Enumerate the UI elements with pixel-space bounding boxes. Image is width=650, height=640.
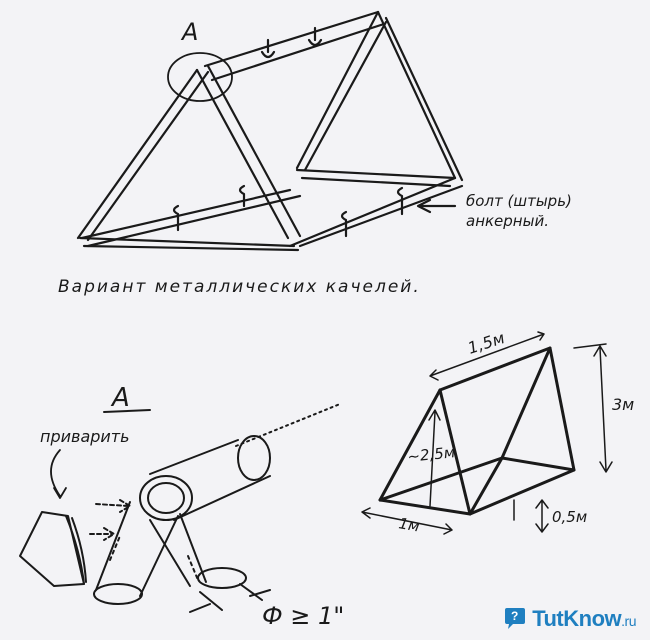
welded-joint-sketch bbox=[19, 403, 341, 613]
weld-arrow bbox=[50, 449, 67, 499]
caption: Вариант металлических качелей. bbox=[58, 277, 421, 297]
detail-a-marker: A bbox=[167, 18, 233, 102]
anchor-bolt-label-line2: анкерный. bbox=[466, 212, 549, 230]
dim-height: 3м bbox=[612, 395, 634, 414]
detail-title-underline bbox=[103, 409, 151, 413]
detail-title: A bbox=[110, 383, 130, 413]
tutknow-logo: ? TutKnow.ru bbox=[502, 606, 636, 632]
dim-anchor: 0,5м bbox=[552, 508, 587, 526]
detail-a-marker-label: A bbox=[180, 18, 198, 46]
diameter-label: Ф ≥ 1" bbox=[262, 602, 344, 630]
dimensioned-frame-sketch bbox=[378, 346, 576, 516]
dim-top-width: 1,5м bbox=[465, 328, 507, 358]
dimension-lines bbox=[361, 331, 613, 535]
dim-side: ~2,5м bbox=[407, 443, 456, 466]
tutknow-logo-text: TutKnow.ru bbox=[532, 606, 636, 631]
svg-text:?: ? bbox=[511, 609, 518, 623]
anchor-bolt-label-line1: болт (штырь) bbox=[466, 192, 572, 210]
tutknow-logo-icon: ? bbox=[505, 608, 526, 629]
swing-frame-sketch bbox=[76, 10, 464, 252]
dim-base: 1м bbox=[397, 514, 421, 535]
weld-label: приварить bbox=[40, 427, 130, 446]
